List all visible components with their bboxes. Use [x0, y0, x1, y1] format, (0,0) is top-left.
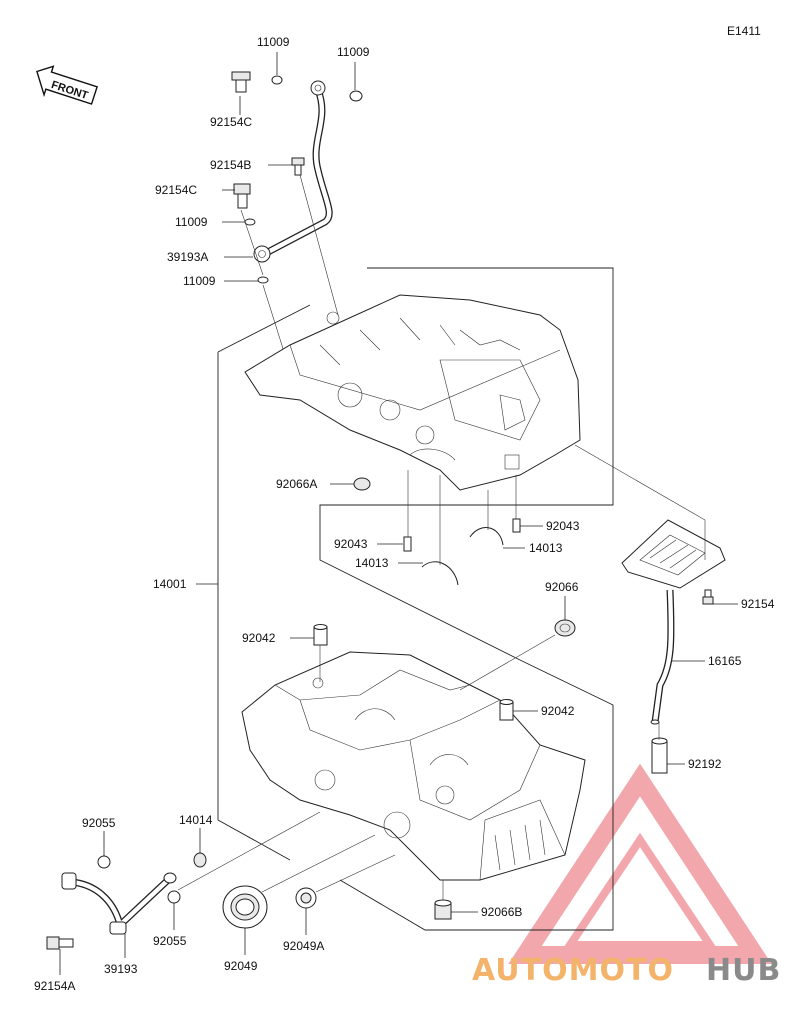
callout-14001: 14001	[153, 577, 187, 591]
callout-92192: 92192	[688, 757, 722, 771]
washer-92055-a	[97, 855, 111, 869]
plug-92066A	[353, 477, 371, 491]
callout-labels: 11009 11009 92154C 92154B 92154C 11009 3…	[34, 35, 775, 993]
washer-11009-d	[257, 276, 269, 284]
plug-14014	[193, 852, 207, 868]
upper-crankcase	[244, 294, 581, 491]
watermark-part2: HUB	[706, 953, 781, 988]
watermark-logo	[508, 763, 772, 964]
callout-92154B: 92154B	[210, 158, 251, 172]
plug-92066	[554, 619, 576, 637]
callout-92154A: 92154A	[34, 979, 75, 993]
callout-39193: 39193	[104, 962, 138, 976]
diagram-id: E1411	[727, 24, 761, 38]
callout-92049A: 92049A	[283, 939, 324, 953]
callout-11009-b: 11009	[337, 45, 370, 59]
callout-92042-b: 92042	[541, 704, 575, 718]
callout-92049: 92049	[224, 959, 258, 973]
lower-crankcase	[241, 651, 586, 881]
dowel-92043-a	[403, 536, 412, 552]
washer-11009-c	[244, 218, 256, 226]
callout-92042-a: 92042	[242, 631, 276, 645]
washer-11009-a	[271, 75, 283, 85]
bearing-14013-b	[469, 527, 504, 546]
banjo-bolt-92154A	[46, 936, 74, 950]
dowel-92043-b	[512, 518, 521, 533]
callout-92066: 92066	[545, 580, 579, 594]
front-arrow-icon: FRONT	[36, 65, 98, 105]
watermark-text: AUTOMOTO HUB	[472, 953, 781, 988]
callout-14013-a: 14013	[355, 556, 389, 570]
banjo-bolt-92154C-top	[231, 71, 251, 93]
oil-strainer-plate	[621, 519, 726, 589]
callout-92154: 92154	[741, 597, 775, 611]
callout-92055-a: 92055	[82, 816, 116, 830]
oil-pipe-39193A	[253, 80, 333, 263]
leader-lines	[59, 52, 738, 975]
oil-seal-92049A	[295, 887, 317, 909]
callout-92066B: 92066B	[481, 905, 522, 919]
main-frame	[217, 352, 291, 861]
bolt-92154	[702, 589, 714, 605]
callout-39193A: 39193A	[167, 250, 208, 264]
callout-16165: 16165	[708, 654, 742, 668]
callout-92154C-a: 92154C	[210, 115, 252, 129]
bolt-92154B	[291, 157, 305, 176]
bearing-14013-a	[421, 561, 459, 586]
watermark-part1: AUTOMOTO	[472, 953, 674, 988]
callout-92043-a: 92043	[334, 537, 368, 551]
oil-pipe-39193	[61, 872, 177, 935]
callout-92066A: 92066A	[276, 477, 317, 491]
callout-92055-b: 92055	[153, 934, 187, 948]
callout-92154C-b: 92154C	[155, 183, 197, 197]
callout-14014: 14014	[179, 813, 213, 827]
collar-92192	[651, 737, 668, 774]
upper-case-frame	[319, 267, 614, 661]
callout-92043-b: 92043	[546, 519, 580, 533]
callout-11009-d: 11009	[183, 274, 216, 288]
callout-11009-c: 11009	[175, 215, 208, 229]
plug-92066B	[434, 899, 452, 920]
callout-11009-a: 11009	[257, 35, 290, 49]
washer-92055-b	[167, 890, 181, 904]
callout-14013-b: 14013	[529, 541, 563, 555]
oil-seal-92049	[222, 885, 268, 929]
banjo-bolt-92154C-lower	[233, 183, 251, 209]
washer-11009-b	[349, 90, 363, 102]
